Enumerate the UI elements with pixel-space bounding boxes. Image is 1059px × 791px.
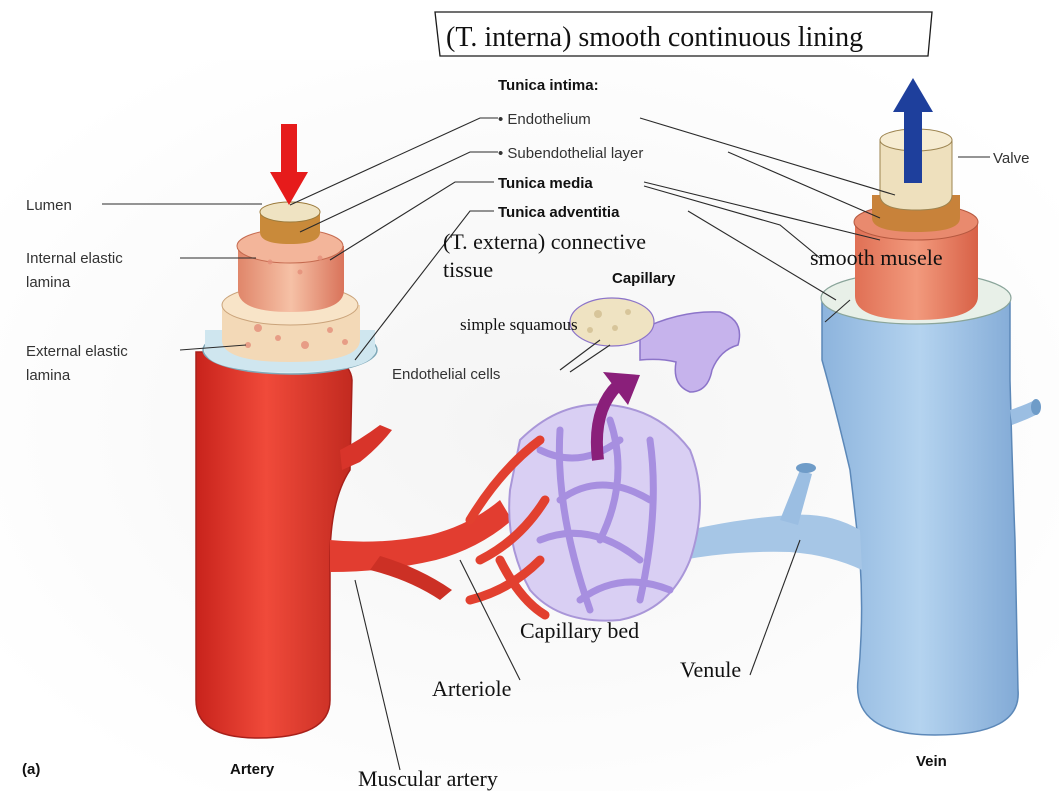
label-external-elastic-2: lamina <box>26 367 71 384</box>
label-capillary: Capillary <box>612 270 676 287</box>
label-valve: Valve <box>993 150 1029 167</box>
label-tunica-intima: Tunica intima: <box>498 77 599 94</box>
annotation-muscular-artery: Muscular artery <box>358 766 498 791</box>
label-vein: Vein <box>916 753 947 770</box>
label-subendothelial-layer: • Subendothelial layer <box>498 145 643 162</box>
annotation-simple-squamous: simple squamous <box>460 315 578 334</box>
annotation-capillary-bed: Capillary bed <box>520 618 639 643</box>
label-tunica-adventitia: Tunica adventitia <box>498 204 620 221</box>
label-lumen: Lumen <box>26 197 72 214</box>
annotation-arteriole: Arteriole <box>432 676 511 701</box>
annotation-venule: Venule <box>680 657 741 682</box>
label-external-elastic-1: External elastic <box>26 343 128 360</box>
annotation-externa-1: (T. externa) connective <box>443 229 646 254</box>
label-tunica-media: Tunica media <box>498 175 593 192</box>
annotation-externa-2: tissue <box>443 257 493 282</box>
title-callout: (T. interna) smooth continuous lining <box>435 12 932 56</box>
annotation-smooth-muscle: smooth musele <box>810 245 943 270</box>
label-panel: (a) <box>22 761 40 778</box>
label-endothelial-cells: Endothelial cells <box>392 366 500 383</box>
title-callout-text: (T. interna) smooth continuous lining <box>446 22 863 53</box>
label-endothelium: • Endothelium <box>498 111 591 128</box>
label-internal-elastic-1: Internal elastic <box>26 250 123 267</box>
label-internal-elastic-2: lamina <box>26 274 71 291</box>
label-artery: Artery <box>230 761 275 778</box>
